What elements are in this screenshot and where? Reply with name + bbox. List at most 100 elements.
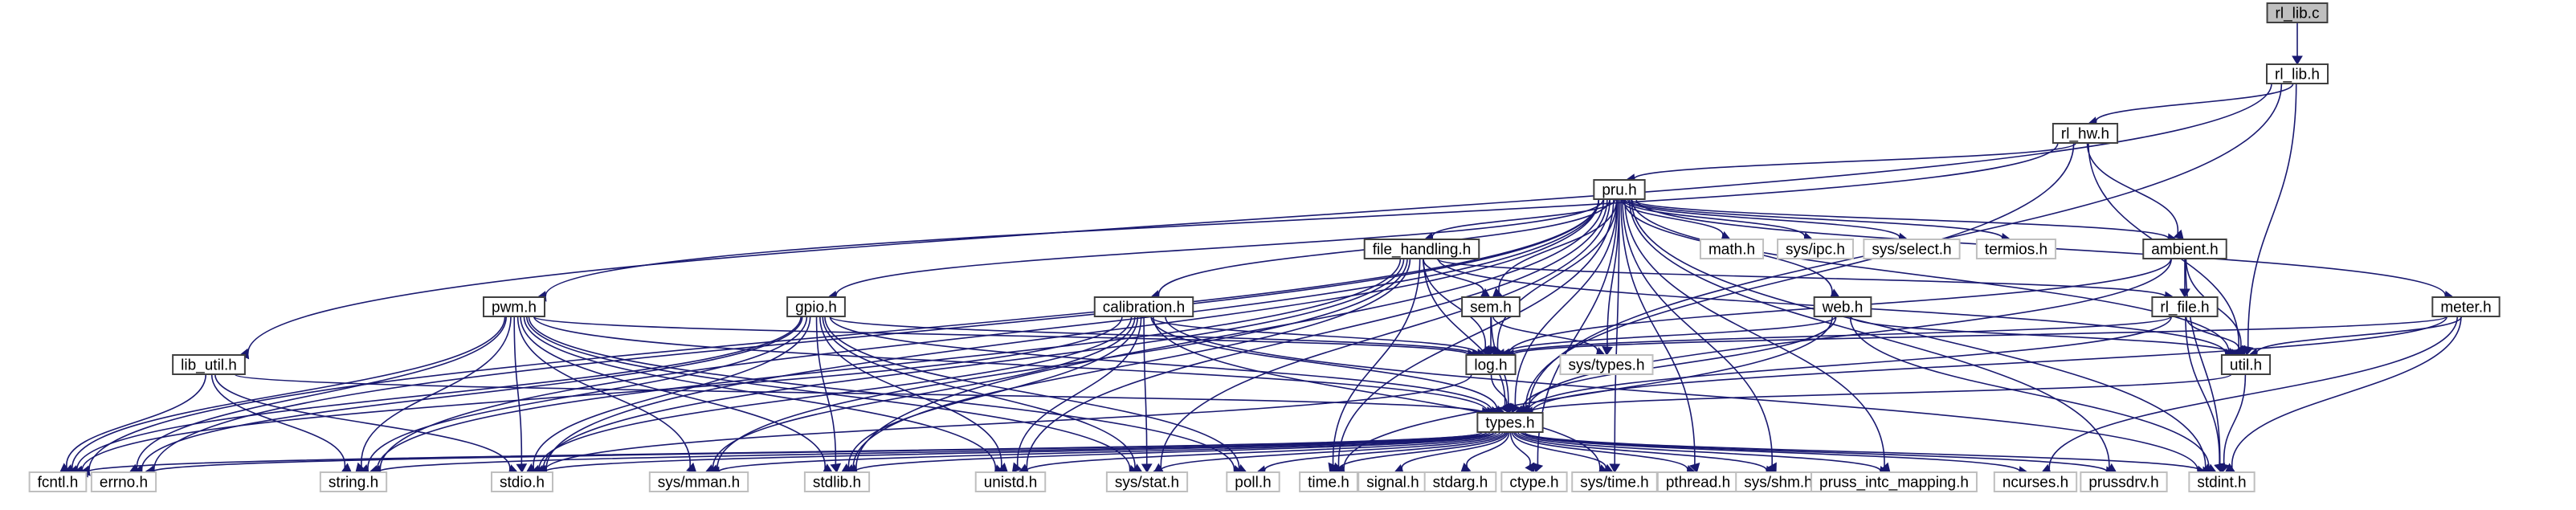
edge-rl-lib-h-to-rl-hw-h [2088, 83, 2294, 128]
arrowhead-icon [1460, 462, 1472, 473]
edge-line [1143, 316, 1148, 465]
edge-line [141, 316, 803, 471]
node-ambient-h[interactable]: ambient.h [2142, 239, 2227, 259]
node-label: file_handling.h [1373, 242, 1472, 259]
edge-line [2095, 83, 2294, 123]
node-label: poll.h [1235, 475, 1271, 492]
arrowhead-icon [1609, 463, 1621, 473]
node-file-handling-h[interactable]: file_handling.h [1363, 239, 1480, 259]
node-label: sys/types.h [1568, 357, 1644, 374]
edge-line [718, 431, 1495, 473]
edge-line [1631, 198, 2207, 469]
edge-line [542, 258, 1405, 471]
node-rl-hw-h[interactable]: rl_hw.h [2051, 123, 2119, 144]
edge-calibration-h-to-sys-stat-h [1141, 316, 1153, 473]
node-log-h[interactable]: log.h [1465, 354, 1517, 375]
node-label: ambient.h [2151, 242, 2218, 259]
node-label: errno.h [100, 475, 148, 492]
node-label: sem.h [1470, 300, 1512, 316]
node-box [1461, 296, 1521, 317]
node-pwm-h[interactable]: pwm.h [483, 296, 545, 317]
edge-line [1517, 431, 1881, 472]
arrowhead-icon [1602, 345, 1613, 356]
edge-meter-h-to-stdint-h [2224, 316, 2462, 473]
node-sem-h[interactable]: sem.h [1461, 296, 1521, 317]
node-pru-h[interactable]: pru.h [1593, 179, 1646, 200]
node-label: pwm.h [492, 300, 537, 316]
edge-line [545, 198, 1600, 471]
node-box [2151, 296, 2219, 317]
node-label: fcntl.h [38, 475, 79, 492]
edge-line [835, 198, 1604, 296]
node-box [974, 471, 1047, 492]
node-prussdrv-h: prussdrv.h [2080, 471, 2168, 492]
arrowhead-icon [1492, 288, 1503, 298]
edge-line [2223, 373, 2247, 465]
edge-line [1527, 316, 2172, 412]
node-stdint-h: stdint.h [2188, 471, 2256, 492]
edge-line [1160, 198, 1611, 468]
edge-line [1436, 258, 2166, 298]
edge-gpio-h-to-fcntl-h [68, 316, 802, 476]
edge-line [1025, 431, 1501, 472]
node-stdio-h: stdio.h [491, 471, 553, 492]
node-gpio-h[interactable]: gpio.h [786, 296, 846, 317]
edge-pwm-h-to-stdio-h [513, 316, 528, 473]
edge-line [1423, 258, 1506, 406]
node-label: sys/shm.h [1744, 475, 1813, 492]
node-meter-h[interactable]: meter.h [2431, 296, 2500, 317]
edge-line [1338, 431, 1508, 471]
edge-line [538, 316, 1133, 471]
edge-pru-h-to-gpio-h [827, 198, 1604, 302]
node-box [803, 471, 871, 492]
node-label: unistd.h [984, 475, 1038, 492]
node-label: sys/stat.h [1115, 475, 1179, 492]
edge-line [1513, 316, 2447, 356]
node-box [2431, 296, 2500, 317]
node-label: stdarg.h [1433, 475, 1488, 492]
edge-meter-h-to-log-h [1504, 316, 2447, 361]
edge-line [829, 316, 1474, 356]
edge-line [1624, 198, 1885, 467]
node-label: termios.h [1985, 242, 2047, 259]
arrowhead-icon [1500, 402, 1512, 414]
edge-calibration-h-to-unistd-h [1011, 316, 1142, 473]
edge-line [210, 373, 345, 468]
node-rl-file-h[interactable]: rl_file.h [2151, 296, 2219, 317]
node-label: pruss_intc_mapping.h [1819, 475, 1969, 492]
edge-line [829, 316, 1492, 412]
node-label: stdint.h [2197, 475, 2246, 492]
node-math-h: math.h [1699, 239, 1765, 259]
node-util-h[interactable]: util.h [2220, 354, 2272, 375]
node-sys-shm-h: sys/shm.h [1735, 471, 1822, 492]
node-label: rl_file.h [2160, 300, 2209, 316]
node-label: rl_lib.c [2276, 6, 2320, 22]
edge-line [1509, 431, 1531, 466]
node-box [90, 471, 157, 492]
node-web-h[interactable]: web.h [1813, 296, 1872, 317]
node-box [1559, 354, 1654, 375]
node-lib-util-h[interactable]: lib_util.h [172, 354, 246, 375]
edge-line [1514, 198, 1619, 406]
edge-line [545, 142, 2059, 297]
edge-line [361, 316, 512, 467]
edge-line [1631, 198, 2230, 353]
node-box [1813, 296, 1872, 317]
edge-rl-hw-h-to-ambient-h [2086, 142, 2184, 240]
node-box [786, 296, 846, 317]
node-rl-lib-h[interactable]: rl_lib.h [2266, 63, 2329, 84]
edge-rl-file-h-to-stdint-h [2185, 316, 2225, 473]
edge-pru-h-to-pthread-h [1620, 198, 1700, 473]
node-calibration-h[interactable]: calibration.h [1093, 296, 1194, 317]
arrowhead-icon [2179, 288, 2190, 298]
node-rl-lib-c[interactable]: rl_lib.c [2266, 2, 2329, 23]
edge-line [1017, 316, 1142, 467]
edge-line [854, 431, 1498, 473]
node-string-h: string.h [319, 471, 388, 492]
node-types-h[interactable]: types.h [1476, 412, 1544, 433]
edge-line [1849, 316, 2210, 470]
arrowhead-icon [2292, 55, 2303, 65]
node-box [2266, 63, 2329, 84]
node-label: ctype.h [1509, 475, 1558, 492]
edge-util-h-to-stdint-h [2219, 373, 2247, 473]
